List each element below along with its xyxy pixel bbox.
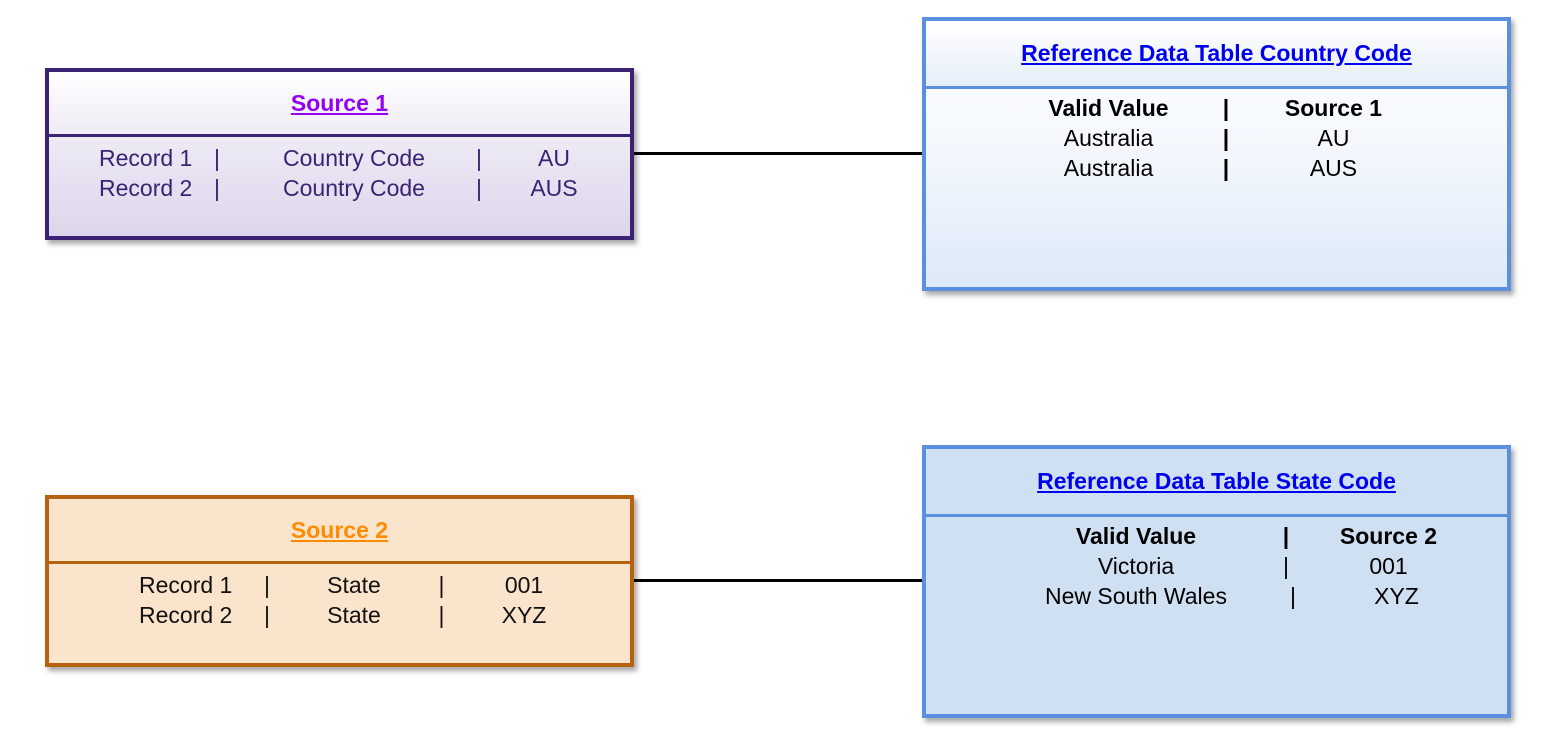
separator: | <box>214 175 220 201</box>
valid-value: Australia <box>1063 155 1154 181</box>
separator: | <box>1222 155 1230 181</box>
source-1-header: Source 1 <box>49 72 630 137</box>
col-source-header: Source 1 <box>1284 95 1383 121</box>
source-value: AU <box>1317 125 1350 151</box>
field-name: State <box>327 602 381 628</box>
separator: | <box>438 572 445 598</box>
separator: | <box>214 145 220 171</box>
ref-country-table: Valid Value | Source 1 Australia | AU Au… <box>1036 93 1396 183</box>
separator: | <box>476 145 482 171</box>
ref-state-header: Reference Data Table State Code <box>926 449 1507 517</box>
separator: | <box>438 602 445 628</box>
separator: | <box>1283 553 1289 579</box>
ref-state-box: Reference Data Table State Code Valid Va… <box>922 445 1511 718</box>
field-value: 001 <box>504 572 544 598</box>
source-1-title-link[interactable]: Source 1 <box>290 89 389 116</box>
ref-state-table: Valid Value | Source 2 Victoria | 001 Ne… <box>1026 521 1451 611</box>
table-header-row: Valid Value | Source 1 <box>1036 93 1396 123</box>
field-value: AU <box>538 145 570 171</box>
table-header-row: Valid Value | Source 2 <box>1026 521 1451 551</box>
ref-state-title-link[interactable]: Reference Data Table State Code <box>1037 468 1396 494</box>
field-name: Country Code <box>283 175 425 201</box>
source-2-header: Source 2 <box>49 499 630 564</box>
table-row: Record 1 | State | 001 <box>139 570 564 600</box>
source-1-box: Source 1 Record 1 | Country Code | AU Re… <box>45 68 634 240</box>
field-value: XYZ <box>501 602 547 628</box>
table-row: New South Wales | XYZ <box>1026 581 1451 611</box>
col-valid-value-header: Valid Value <box>1048 95 1169 121</box>
source-2-records: Record 1 | State | 001 Record 2 | State … <box>139 570 564 630</box>
separator: | <box>264 572 270 598</box>
valid-value: Australia <box>1063 125 1154 151</box>
table-row: Australia | AUS <box>1036 153 1396 183</box>
separator: | <box>264 602 270 628</box>
separator: | <box>1290 583 1296 609</box>
source-value: AUS <box>1309 155 1358 181</box>
field-value: AUS <box>530 175 578 201</box>
col-valid-value-header: Valid Value <box>1075 523 1197 549</box>
field-name: Country Code <box>283 145 425 171</box>
source-value: 001 <box>1369 553 1408 579</box>
col-source-header: Source 2 <box>1339 523 1438 549</box>
valid-value: New South Wales <box>1045 583 1227 609</box>
connector-line-country <box>634 152 922 155</box>
table-row: Record 1 | Country Code | AU <box>99 143 594 173</box>
table-row: Record 2 | State | XYZ <box>139 600 564 630</box>
separator: | <box>476 175 482 201</box>
table-row: Record 2 | Country Code | AUS <box>99 173 594 203</box>
separator: | <box>1222 95 1230 121</box>
table-row: Australia | AU <box>1036 123 1396 153</box>
record-label: Record 2 <box>139 602 233 628</box>
field-name: State <box>327 572 381 598</box>
record-label: Record 2 <box>99 175 193 201</box>
source-2-title-link[interactable]: Source 2 <box>290 516 389 543</box>
record-label: Record 1 <box>99 145 193 171</box>
separator: | <box>1222 125 1230 151</box>
ref-country-box: Reference Data Table Country Code Valid … <box>922 17 1511 291</box>
ref-country-title-link[interactable]: Reference Data Table Country Code <box>1021 40 1412 66</box>
source-2-box: Source 2 Record 1 | State | 001 Record 2… <box>45 495 634 667</box>
table-row: Victoria | 001 <box>1026 551 1451 581</box>
separator: | <box>1282 523 1290 549</box>
source-1-records: Record 1 | Country Code | AU Record 2 | … <box>99 143 594 203</box>
valid-value: Victoria <box>1097 553 1175 579</box>
connector-line-state <box>634 579 922 582</box>
ref-country-header: Reference Data Table Country Code <box>926 21 1507 89</box>
record-label: Record 1 <box>139 572 233 598</box>
source-value: XYZ <box>1374 583 1419 609</box>
